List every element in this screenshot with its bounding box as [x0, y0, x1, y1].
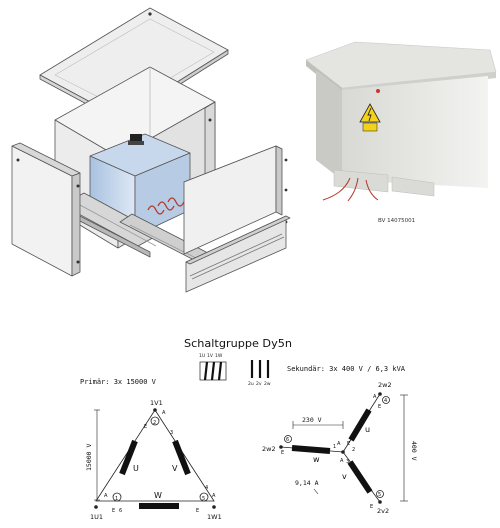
mini-terminal-label: 1U — [199, 353, 205, 359]
transformer-photo: BV 14075001 — [300, 40, 500, 225]
star-mark: E — [347, 441, 350, 447]
right-side-panel — [183, 145, 288, 255]
delta-mark: E — [144, 424, 147, 430]
star-mark: 6 — [286, 437, 289, 443]
star-mark: 3 — [346, 459, 349, 465]
delta-mark: A — [104, 493, 108, 499]
star-mark: 5 — [378, 492, 381, 498]
line-voltage-label: 400 V — [410, 441, 418, 461]
delta-mark: 6 — [119, 508, 122, 514]
mini-terminal-label: 2w — [264, 381, 271, 387]
node-label-2w2-left: 2w2 — [262, 445, 276, 453]
delta-mark: E — [112, 508, 115, 514]
node-label-1u1: 1U1 — [90, 513, 103, 521]
star-mark: E — [378, 404, 381, 410]
front-bottom-panel — [185, 215, 291, 293]
secondary-label: Sekundär: 3x 400 V / 6,3 kVA — [287, 365, 406, 373]
star-mark: 2 — [352, 447, 355, 453]
node-label-2v2: 2v2 — [377, 507, 389, 515]
delta-mark: E — [196, 508, 199, 514]
node-label-1v1: 1V1 — [150, 399, 163, 407]
delta-mark: 2 — [153, 420, 156, 426]
winding-label-u: u — [365, 425, 370, 434]
left-side-panel — [11, 142, 81, 277]
schematic-title: Schaltgruppe Dy5n — [184, 338, 292, 350]
mini-terminal-label: 2u — [248, 381, 254, 387]
star-secondary — [279, 392, 408, 504]
delta-side-voltage: 15000 V — [85, 444, 93, 471]
node-label-2w2-top: 2w2 — [378, 381, 392, 389]
mini-terminal-label: 2v — [256, 381, 262, 387]
node-label-1w1: 1W1 — [207, 513, 222, 521]
delta-mark: 5 — [202, 496, 205, 502]
mini-terminal-label: 1W — [215, 353, 223, 359]
star-mark: E — [281, 450, 284, 456]
mini-secondary-terminals: 2u 2v 2w — [248, 360, 271, 387]
delta-labels: 1V1 1U1 1W1 U V W 15000 V 2 1 5 3 4 6 A … — [85, 399, 222, 521]
lightning-warning-icon — [359, 103, 381, 132]
delta-mark: 3 — [170, 430, 173, 436]
current-label: 9,14 A — [295, 479, 319, 487]
winding-label-w: w — [313, 455, 320, 464]
delta-mark: A — [212, 493, 216, 499]
mini-terminal-label: 1V — [207, 353, 214, 359]
phase-voltage-label: 230 V — [302, 416, 322, 424]
star-mark: A — [337, 441, 341, 447]
photo-caption: BV 14075001 — [378, 218, 415, 224]
star-mark: E — [370, 504, 373, 510]
wiring-schematic: Schaltgruppe Dy5n 1U 1V 1W 2u 2v 2w Prim… — [80, 338, 418, 521]
delta-primary — [94, 408, 216, 509]
star-mark: 1 — [333, 444, 336, 450]
star-mark: A — [340, 458, 344, 464]
delta-mark: 4 — [205, 485, 208, 491]
star-labels: 2w2 2w2 2v2 u w v 230 V 400 V 9,14 A 4 6… — [262, 381, 418, 515]
winding-label-u: U — [133, 464, 139, 473]
delta-mark: A — [162, 410, 166, 416]
mini-primary-terminals: 1U 1V 1W — [199, 353, 227, 381]
winding-label-v: v — [342, 472, 347, 481]
star-mark: 4 — [384, 398, 387, 404]
exploded-housing-drawing — [11, 7, 291, 293]
transformer-core — [89, 133, 191, 237]
winding-label-v: V — [172, 464, 178, 473]
delta-mark: 1 — [115, 496, 118, 502]
star-mark: A — [373, 394, 377, 400]
winding-label-w: W — [154, 491, 162, 500]
primary-label: Primär: 3x 15000 V — [80, 378, 157, 386]
